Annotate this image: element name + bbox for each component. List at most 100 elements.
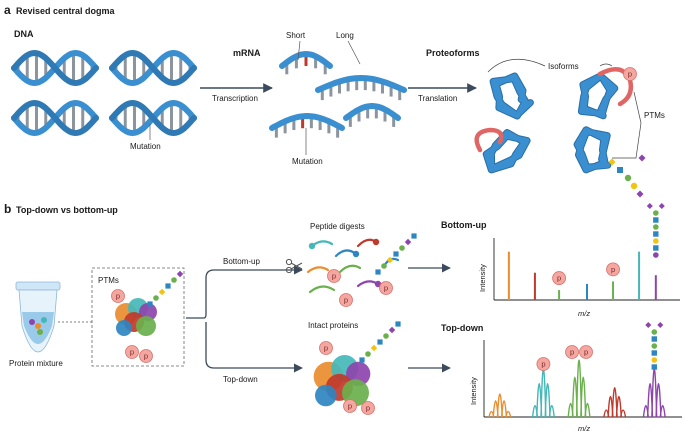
td-env-1-peak-3 [544,382,551,418]
ptms-leader-top [633,91,642,124]
bu-glycan-circle-1 [653,210,659,216]
small-complex-subunit-4 [136,316,156,336]
td-ptm-1-text: p [541,360,545,369]
td-env-2-peak-4 [584,402,591,418]
bottom-up-arrow [186,265,303,319]
peptide-3 [306,266,330,274]
td-x-label: m/z [578,424,590,433]
bu-glycan-diamond-r [658,203,665,209]
pep-ptm-2-circle [339,293,353,307]
glycan-diamond-5 [638,154,646,162]
small-glycan-diamond-5 [176,270,184,278]
small-ptm-1-text: p [116,292,120,301]
td-env-0-peak-4 [505,410,512,418]
mrna-2-backbone [269,112,345,131]
dna-1-strand-b [109,49,197,87]
bu-peak-ptm-1-text: p [611,265,615,274]
bottom-up-plot-title: Bottom-up [441,220,487,230]
bu-peak-ptm-0: p [552,271,566,285]
small-ptm-1: p [111,289,125,303]
pep-glycan-square-3 [393,251,399,257]
transcription-label: Transcription [212,94,258,103]
panel-a-letter: a [4,3,11,17]
dna-helices [11,49,197,137]
bu-glycan [646,203,665,258]
large-ptm-3-circle [361,401,375,415]
bu-glycan-circle-5 [653,238,659,244]
bu-glycan-square-6 [653,245,659,251]
sample-tube [15,281,61,353]
td-glycan-diamond-r [657,322,664,328]
td-glycan-circle-5 [651,357,658,363]
zoom-box [91,267,185,367]
large-ptm-3: p [361,401,375,415]
small-glycan-square-0 [147,301,153,307]
bu-peak-ptm-1: p [606,262,620,277]
large-glycan-diamond-2 [370,344,378,352]
td-ptm-2: p [565,345,579,359]
small-glycan [147,270,184,307]
bu-x-label: m/z [578,309,590,318]
pep-glycan-diamond-5 [404,238,412,246]
panel-b-title: Top-down vs bottom-up [16,205,118,215]
pep-ptm-1: p [327,269,341,283]
mrna-mutation-label: Mutation [292,157,323,166]
large-ptm-3-text: p [366,404,370,413]
glycan-diamond-4 [636,190,644,198]
pep-glycan-square-6 [411,233,417,239]
td-env-0-peak-3 [500,400,508,418]
small-ptm-2: p [125,345,139,359]
top-down-plot-title: Top-down [441,323,483,333]
td-ptm-3-circle [579,345,593,359]
bu-glycan-circle-3 [653,224,659,230]
dna-2-strand-b [11,99,99,137]
bu-glycan-square-4 [653,231,659,237]
proteoform-2-ptm: p [623,67,637,81]
translation-label: Translation [418,94,457,103]
small-ptm-1-circle [111,289,125,303]
proteoform-2-ptm-text: p [628,70,632,79]
td-env-1-peak-4 [548,404,555,418]
peptide-fragments: ppp [306,233,417,307]
peptide-0-end [308,242,316,250]
td-ptm-1: p [536,357,551,371]
td-glycan-circle-3 [651,343,658,349]
bu-glycan-circle-7 [653,252,659,258]
box-ptms-label: PTMs [98,276,119,285]
large-complex [313,355,371,407]
td-y-label: Intensity [469,377,478,405]
dna-label: DNA [14,29,34,39]
td-ptm-1-circle [536,357,551,371]
pep-glycan-square-0 [375,269,381,275]
td-glycan [645,322,664,370]
peptide-1-end [352,250,360,258]
small-ptm-2-text: p [130,348,134,357]
pep-glycan-circle-1 [381,263,387,269]
proteoform-4-fold [574,127,611,173]
proteoforms-label: Proteoforms [426,48,480,58]
td-env-3-peak-3 [615,395,622,418]
short-label: Short [286,31,306,40]
large-ptm-2-circle [343,399,357,413]
td-ptm-2-circle [565,345,579,359]
td-glycan-square-2 [651,336,657,342]
dna-3-strand-b [109,99,197,137]
pep-ptm-3-text: p [384,284,388,293]
bottom-up-spectrum: Intensity m/z pp [478,203,680,318]
mrna-0-backbone [279,50,333,69]
ptms-label: PTMs [644,111,665,120]
large-glycan [359,321,401,363]
large-complex-subunit-5 [315,384,337,407]
pep-ptm-1-circle [327,269,341,283]
bu-glycan-diamond-l [646,203,653,209]
bu-peak-ptm-1-circle [606,262,620,277]
dna-0-strand-b [11,49,99,87]
small-glycan-circle-1 [153,295,159,301]
proteoform-3-variant-segment [474,127,504,153]
protein-mixture-label: Protein mixture [9,359,63,368]
proteoform-4 [573,126,612,174]
mrna-strands [269,50,407,138]
